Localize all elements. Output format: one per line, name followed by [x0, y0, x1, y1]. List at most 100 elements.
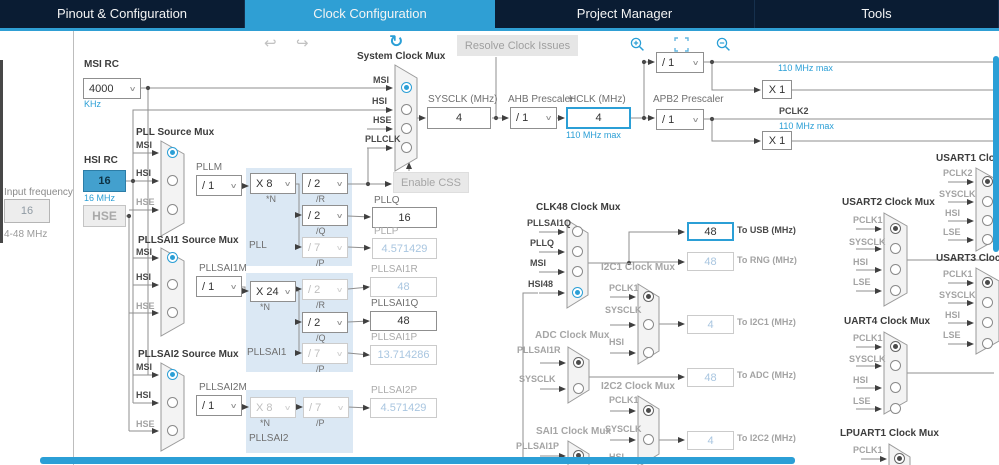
- usart1-clock-mux-input-radio-0[interactable]: [982, 176, 993, 187]
- redo-icon[interactable]: ↪: [296, 35, 309, 52]
- label-hclk-mhz: HCLK (MHz): [569, 94, 626, 105]
- label-msi: MSI: [136, 247, 153, 257]
- pllq-select[interactable]: / 2∨: [302, 205, 348, 226]
- uart4-clock-mux-input-radio-3[interactable]: [890, 403, 901, 414]
- apb2-prescaler-select[interactable]: / 1∨: [656, 109, 704, 130]
- pllsai1n-select[interactable]: X 24∨: [250, 281, 296, 302]
- pllsai1-source-mux-input-radio-2[interactable]: [167, 307, 178, 318]
- usart3-clock-mux-input-radio-0[interactable]: [982, 277, 993, 288]
- uart4-clock-mux-input-radio-1[interactable]: [890, 360, 901, 371]
- i2c2-clock-mux-input-radio-0[interactable]: [643, 405, 654, 416]
- panel-divider: [73, 31, 74, 465]
- pllm-select[interactable]: / 1∨: [196, 175, 242, 196]
- apb1-prescaler-select[interactable]: / 1∨: [656, 52, 704, 73]
- pllsai2-source-mux-input-radio-2[interactable]: [167, 425, 178, 436]
- vertical-scrollbar[interactable]: [993, 56, 999, 252]
- label-q: /Q: [316, 333, 326, 343]
- usart3-clock-mux-input-radio-1[interactable]: [982, 297, 993, 308]
- tab-project-manager[interactable]: Project Manager: [495, 0, 755, 28]
- ahb-prescaler-select[interactable]: / 1∨: [510, 107, 557, 129]
- usb-value[interactable]: 48: [687, 222, 734, 241]
- label-hsi: HSI: [853, 375, 869, 385]
- pll-source-mux-input-radio-2[interactable]: [167, 204, 178, 215]
- pllr-select[interactable]: / 2∨: [302, 173, 348, 194]
- usart1-clock-mux-input-radio-1[interactable]: [982, 196, 993, 207]
- pllsai2m-select[interactable]: / 1∨: [196, 395, 242, 416]
- usart3-clock-mux-input-radio-3[interactable]: [982, 338, 993, 349]
- label-hsi: HSI: [136, 168, 152, 178]
- msi-rc-select[interactable]: 4000∨: [83, 78, 141, 99]
- pllsai1-source-mux-input-radio-1[interactable]: [167, 279, 178, 290]
- tab-pinout-configuration[interactable]: Pinout & Configuration: [0, 0, 245, 28]
- label-pllsai1q: PLLSAI1Q: [371, 298, 419, 309]
- input-frequency-field[interactable]: 16: [4, 199, 50, 223]
- uart4-clock-mux-input-radio-2[interactable]: [890, 382, 901, 393]
- i2c1-clock-mux-input-radio-1[interactable]: [643, 319, 654, 330]
- uart4-clock-mux-input-radio-0[interactable]: [890, 341, 901, 352]
- active-tab-underline: [0, 28, 999, 31]
- usart1-clock-mux-input-radio-2[interactable]: [982, 215, 993, 226]
- hsi-rc-value[interactable]: 16: [83, 170, 126, 192]
- pllsai2-source-mux-input-radio-0[interactable]: [167, 369, 178, 380]
- refresh-icon[interactable]: ↻: [389, 32, 404, 51]
- i2c1-clock-mux-input-radio-0[interactable]: [643, 291, 654, 302]
- label-apb2-prescaler: APB2 Prescaler: [653, 94, 724, 105]
- usart2-clock-mux-input-radio-1[interactable]: [890, 243, 901, 254]
- enable-css-button[interactable]: Enable CSS: [393, 172, 469, 193]
- clk48-clock-mux-input-radio-3[interactable]: [572, 287, 583, 298]
- lpuart1-clock-mux-input-radio-0[interactable]: [894, 453, 905, 464]
- uart4-clock-mux-shape: [883, 331, 908, 415]
- resolve-clock-issues-button[interactable]: Resolve Clock Issues: [457, 35, 578, 56]
- adc-clock-mux-input-radio-0[interactable]: [573, 357, 584, 368]
- tab-clock-configuration[interactable]: Clock Configuration: [245, 0, 495, 28]
- fit-to-view-icon[interactable]: [674, 37, 689, 56]
- usart2-clock-mux-input-radio-0[interactable]: [890, 223, 901, 234]
- label-pllq: PLLQ: [530, 238, 554, 248]
- pll-source-mux-input-radio-1[interactable]: [167, 175, 178, 186]
- chevron-down-icon: ∨: [336, 404, 345, 412]
- clk48-clock-mux-input-radio-0[interactable]: [572, 226, 583, 237]
- x1b-multiplier[interactable]: X 1: [762, 131, 792, 150]
- pllsai1m-select[interactable]: / 1∨: [196, 276, 242, 297]
- x1a-multiplier[interactable]: X 1: [762, 80, 792, 99]
- hclk-value[interactable]: 4: [566, 107, 631, 129]
- pllsai2-source-mux-input-radio-1[interactable]: [167, 397, 178, 408]
- chevron-down-icon: ∨: [283, 180, 292, 188]
- pllsai1-source-mux-input-radio-0[interactable]: [167, 252, 178, 263]
- label-pllsai1r: PLLSAI1R: [517, 345, 561, 355]
- clk48-clock-mux-input-radio-1[interactable]: [572, 246, 583, 257]
- usart3-clock-mux-shape: [975, 267, 999, 355]
- label-pllsai1: PLLSAI1: [247, 347, 287, 358]
- chevron-down-icon: ∨: [128, 85, 137, 93]
- undo-icon[interactable]: ↩: [264, 35, 277, 52]
- pll-source-mux-input-radio-0[interactable]: [167, 147, 178, 158]
- sysclk-value[interactable]: 4: [427, 107, 491, 129]
- zoom-in-icon[interactable]: [630, 37, 645, 56]
- system-clock-mux-input-radio-1[interactable]: [400, 104, 412, 115]
- system-clock-mux-input-radio-0[interactable]: [400, 82, 412, 93]
- label-lpuart1-clock-mux: LPUART1 Clock Mux: [840, 428, 939, 439]
- system-clock-mux-input-radio-3[interactable]: [400, 142, 412, 153]
- label-p: /P: [316, 364, 325, 374]
- usart3-clock-mux-input-radio-2[interactable]: [982, 317, 993, 328]
- horizontal-scrollbar[interactable]: [40, 457, 795, 464]
- adc-clock-mux-input-radio-1[interactable]: [573, 383, 584, 394]
- usart1-clock-mux-input-radio-3[interactable]: [982, 234, 993, 245]
- pllsai1q-select[interactable]: / 2∨: [302, 312, 348, 333]
- i2c2-clock-mux-input-radio-1[interactable]: [643, 434, 654, 445]
- label-n: *N: [266, 194, 277, 204]
- pllq-value[interactable]: 16: [372, 207, 437, 228]
- label-pllsai1m: PLLSAI1M: [199, 263, 247, 274]
- plln-select[interactable]: X 8∨: [250, 173, 296, 194]
- pllsai1q-value[interactable]: 48: [370, 311, 437, 331]
- system-clock-mux-input-radio-2[interactable]: [400, 123, 412, 134]
- i2c1-clock-mux-input-radio-2[interactable]: [643, 347, 654, 358]
- clk48-clock-mux-input-radio-2[interactable]: [572, 266, 583, 277]
- zoom-out-icon[interactable]: [716, 37, 731, 56]
- label-sysclk: SYSCLK: [849, 237, 886, 247]
- usart2-clock-mux-input-radio-2[interactable]: [890, 264, 901, 275]
- usart2-clock-mux-input-radio-3[interactable]: [890, 285, 901, 296]
- label-pllq: PLLQ: [374, 195, 400, 206]
- tab-tools[interactable]: Tools: [755, 0, 999, 28]
